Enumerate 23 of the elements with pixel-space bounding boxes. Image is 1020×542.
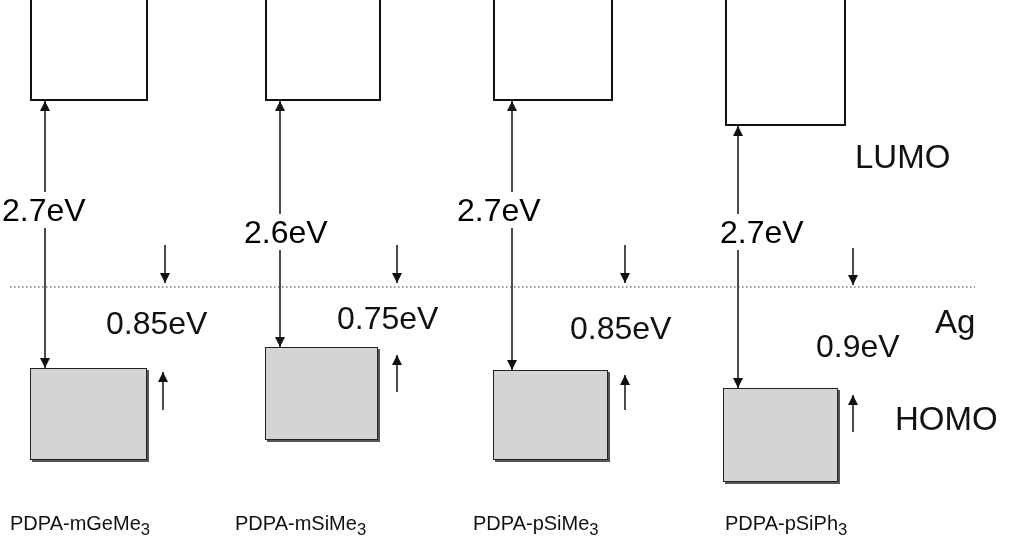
edge-label: 2.7eV <box>720 214 804 250</box>
edge-label: 2.7eV <box>2 192 86 228</box>
lumo-level-bracket <box>493 0 613 101</box>
polymer-name: PDPA-mGeMe$_{3}$ <box>10 513 151 539</box>
homo-level-block <box>30 368 147 460</box>
edge-label: 2.7eV <box>457 192 541 228</box>
energy-value: 0.9eV <box>816 330 900 362</box>
homo-level-block <box>723 388 838 482</box>
energy-value: 0.85eV <box>570 312 672 344</box>
homo-level-block <box>493 370 608 460</box>
lumo-level-bracket <box>725 0 846 126</box>
energy-value: 0.85eV <box>106 307 208 339</box>
energy-value: 0.75eV <box>337 302 439 334</box>
level-label: Ag <box>935 305 976 338</box>
polymer-name: PDPA-mSiMe$_{3}$ <box>235 513 367 539</box>
level-label: HOMO <box>895 402 998 435</box>
lumo-level-bracket <box>265 0 381 101</box>
level-label: LUMO <box>855 140 951 173</box>
polymer-name: PDPA-pSiMe$_{3}$ <box>473 513 599 539</box>
polymer-name: PDPA-pSiPh$_{3}$ <box>725 513 848 539</box>
lumo-level-bracket <box>30 0 148 101</box>
edge-label: 2.6eV <box>244 214 328 250</box>
homo-level-block <box>265 347 378 440</box>
